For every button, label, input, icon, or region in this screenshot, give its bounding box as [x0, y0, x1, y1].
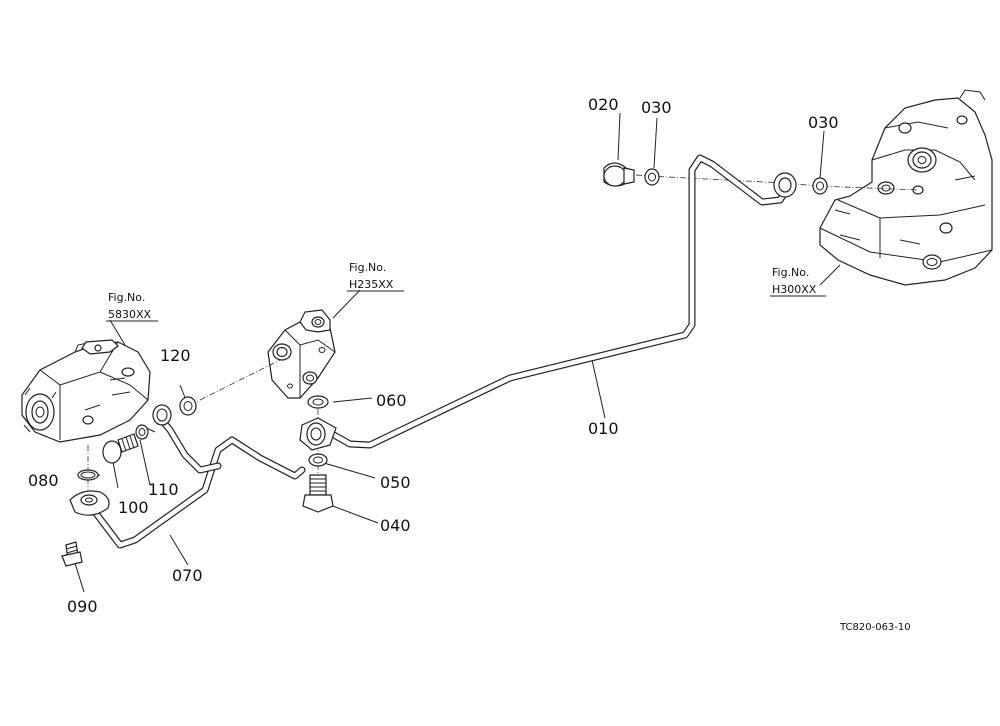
figure-ref-number: H300XX: [772, 283, 817, 296]
control-valve: [267, 309, 336, 399]
gasket-050: [308, 453, 328, 467]
pipe-010: [299, 154, 797, 451]
gasket-060: [307, 395, 329, 409]
figure-ref-number: 5830XX: [108, 308, 152, 321]
figure-ref-title: Fig.No.: [108, 291, 145, 304]
o-ring-080: [77, 469, 99, 481]
part-label-050: 050: [380, 473, 411, 492]
figure-ref-5830xx: Fig.No. 5830XX: [106, 291, 158, 322]
pipe-070: [69, 404, 306, 549]
part-label-010: 010: [588, 419, 619, 438]
part-labels: 020 030 030 120 060 010 050 040 080 110 …: [28, 95, 839, 616]
nipple-090: [61, 541, 83, 567]
part-label-060: 060: [376, 391, 407, 410]
part-label-080: 080: [28, 471, 59, 490]
figure-ref-h235xx: Fig.No. H235XX: [347, 261, 404, 292]
part-label-030: 030: [808, 113, 839, 132]
transmission-housing: [819, 89, 993, 286]
bolt-100: [102, 433, 139, 464]
part-label-030: 030: [641, 98, 672, 117]
bolt-040: [302, 474, 334, 513]
figure-ref-title: Fig.No.: [349, 261, 386, 274]
part-label-020: 020: [588, 95, 619, 114]
figure-ref-number: H235XX: [349, 278, 394, 291]
part-label-110: 110: [148, 480, 179, 499]
part-label-090: 090: [67, 597, 98, 616]
plug-020: [603, 162, 635, 187]
figure-ref-h300xx: Fig.No. H300XX: [770, 266, 826, 297]
hydraulic-pump: [21, 339, 151, 443]
part-label-120: 120: [160, 346, 191, 365]
drawing-code: TC820-063-10: [839, 622, 911, 633]
figure-ref-title: Fig.No.: [772, 266, 809, 279]
gasket-030-right: [812, 177, 828, 195]
part-label-100: 100: [118, 498, 149, 517]
gasket-030: [644, 168, 660, 186]
leader-lines: [73, 112, 919, 593]
gasket-120: [179, 396, 197, 416]
part-label-040: 040: [380, 516, 411, 535]
part-label-070: 070: [172, 566, 203, 585]
gasket-110: [135, 424, 149, 440]
